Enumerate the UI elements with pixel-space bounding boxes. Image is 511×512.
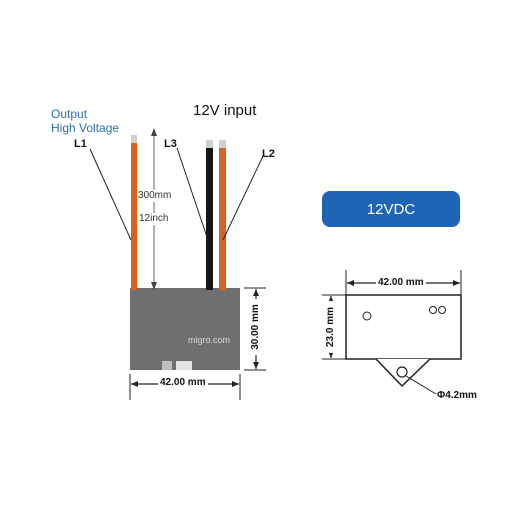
mount-hole (438, 306, 446, 314)
module-body (130, 288, 240, 370)
leader-l2 (222, 153, 265, 241)
wire-l1-orange (131, 140, 137, 290)
wire-l3-tip (206, 140, 213, 148)
output-label-line1: Output (51, 107, 88, 121)
output-label-line2: High Voltage (51, 121, 120, 135)
input-title: 12V input (193, 102, 257, 119)
right-height-label: 23.0 mm (325, 301, 336, 353)
wire-label-l1: L1 (74, 138, 87, 150)
wire-length-inch: 12inch (139, 213, 169, 225)
arrow-down (151, 282, 157, 290)
arrow-right (232, 381, 239, 387)
arrow-down (253, 362, 259, 369)
hole-leader (405, 375, 437, 395)
arrow-up (253, 289, 259, 296)
wire-length-mm: 300mm (138, 190, 172, 202)
wire-tip (219, 140, 226, 148)
arrow-left (347, 280, 354, 286)
leader-l3 (176, 147, 209, 241)
wire-label-l3: L3 (164, 138, 177, 150)
leader-l1 (89, 148, 132, 241)
brand-watermark: migro.com (188, 335, 231, 345)
mount-hole (362, 311, 372, 321)
arrow-left (131, 381, 138, 387)
wire-l3-black (206, 146, 213, 290)
right-width-label: 42.00 mm (376, 277, 426, 288)
left-height-label: 30.00 mm (250, 299, 261, 355)
left-width-label: 42.00 mm (158, 377, 208, 388)
arrow-up (151, 128, 157, 136)
mount-ear-hole (396, 366, 408, 378)
module-tab (162, 361, 172, 370)
hole-diameter-label: Φ4.2mm (437, 390, 477, 401)
wire-label-l2: L2 (262, 148, 275, 160)
voltage-badge: 12VDC (322, 191, 460, 227)
arrow-right (453, 280, 460, 286)
outline-body (345, 294, 462, 360)
mount-hole (429, 306, 437, 314)
wire-l1-tip (131, 135, 137, 143)
wire-orange (219, 146, 226, 290)
module-tab (176, 361, 192, 370)
